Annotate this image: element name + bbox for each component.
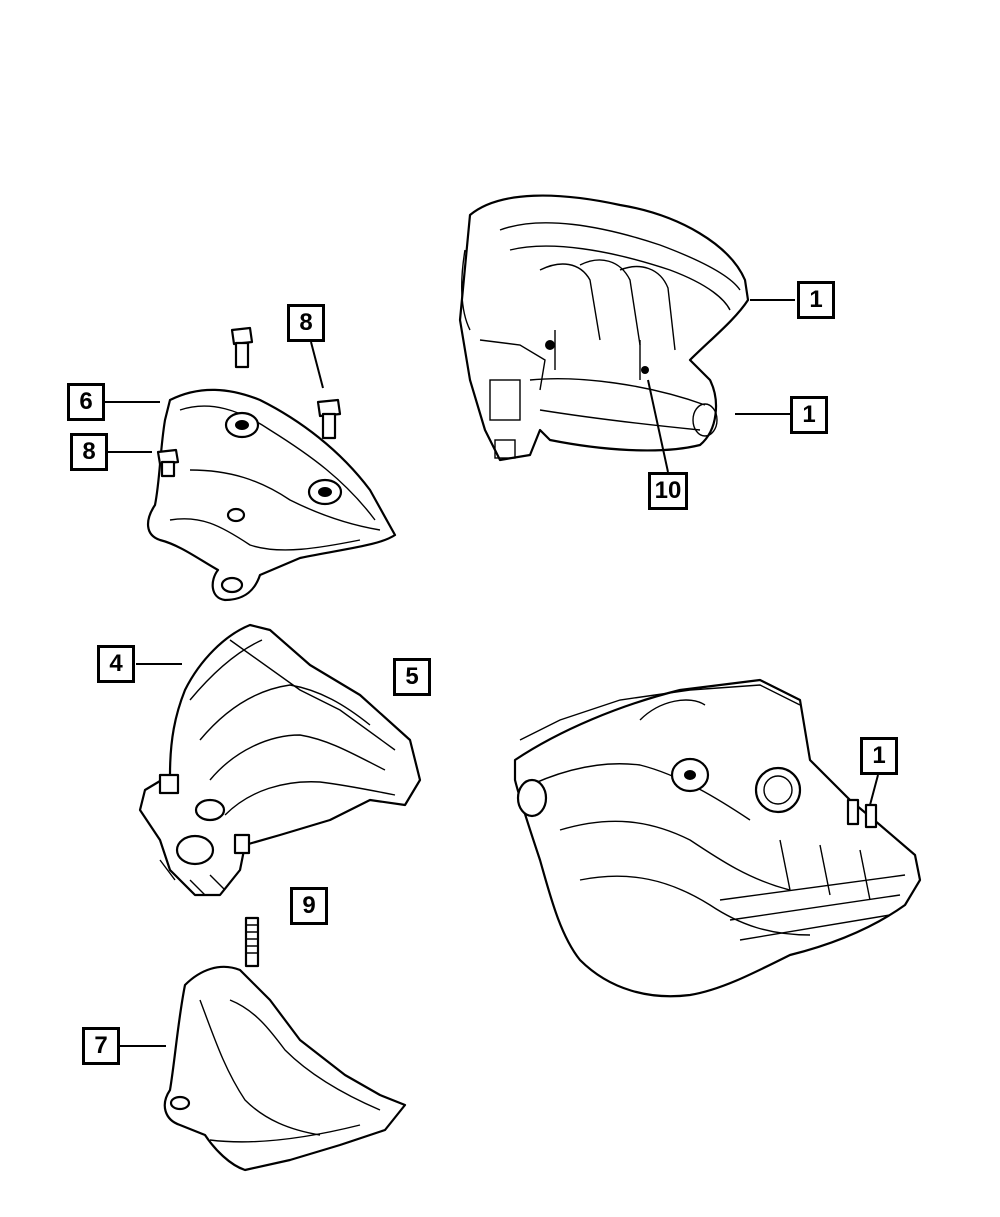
callout-10: 10 bbox=[648, 472, 688, 510]
callout-1-lower: 1 bbox=[860, 737, 898, 775]
intake-manifold-top bbox=[458, 194, 750, 462]
callout-8-left: 8 bbox=[70, 433, 108, 471]
callout-6: 6 bbox=[67, 383, 105, 421]
heat-shield-upper bbox=[147, 388, 397, 602]
callout-1-upper: 1 bbox=[797, 281, 835, 319]
callout-9: 9 bbox=[290, 887, 328, 925]
callout-8-upper: 8 bbox=[287, 304, 325, 342]
callout-5: 5 bbox=[393, 658, 431, 696]
callout-7: 7 bbox=[82, 1027, 120, 1065]
callout-4: 4 bbox=[97, 645, 135, 683]
bolt-upper bbox=[230, 326, 254, 369]
exhaust-manifold bbox=[138, 623, 422, 897]
stud bbox=[244, 916, 260, 968]
heat-shield-lower bbox=[163, 965, 407, 1172]
callout-1-middle: 1 bbox=[790, 396, 828, 434]
bolt-left bbox=[156, 448, 180, 478]
leader-lines bbox=[104, 299, 879, 1047]
bolt-right bbox=[316, 398, 342, 440]
intake-manifold-bottom bbox=[513, 678, 922, 998]
